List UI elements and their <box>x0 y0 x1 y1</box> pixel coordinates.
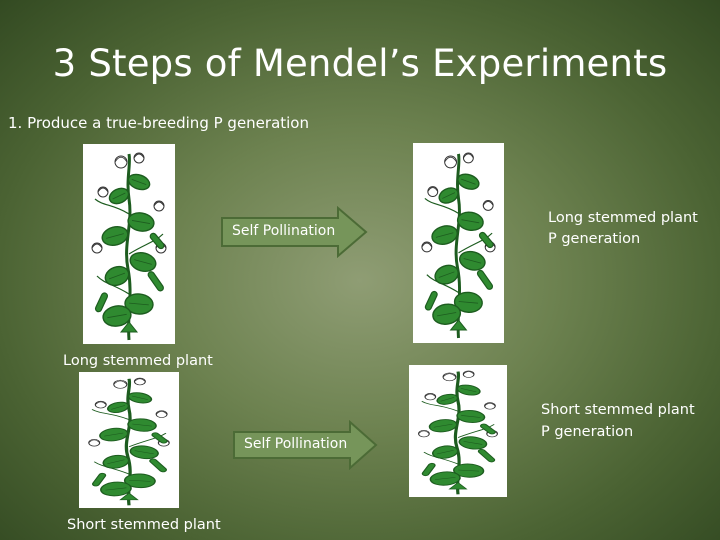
short-stemmed-result-line1: Short stemmed plant <box>541 402 695 418</box>
long-stemmed-result-line1: Long stemmed plant <box>548 210 698 226</box>
long-stemmed-parent-label: Long stemmed plant <box>63 353 213 369</box>
long-stemmed-p-generation-image <box>413 143 504 343</box>
short-stemmed-plant-image <box>79 372 179 508</box>
step-one-text: 1. Produce a true-breeding P generation <box>8 114 309 132</box>
short-stemmed-result-line2: P generation <box>541 424 634 440</box>
self-pollination-label-short: Self Pollination <box>244 436 348 452</box>
right-arrow-icon <box>221 206 368 258</box>
right-arrow-icon <box>233 420 378 470</box>
self-pollination-arrow-short: Self Pollination <box>232 420 380 470</box>
pea-plant-icon <box>88 377 170 506</box>
short-stemmed-p-generation-image <box>409 365 507 497</box>
pea-plant-icon <box>421 152 496 339</box>
short-stemmed-parent-label: Short stemmed plant <box>67 517 221 533</box>
long-stemmed-plant-image <box>83 144 175 344</box>
self-pollination-arrow-long: Self Pollination <box>220 206 370 258</box>
long-stemmed-result-line2: P generation <box>548 231 641 247</box>
pea-plant-icon <box>418 370 498 495</box>
self-pollination-label-long: Self Pollination <box>232 223 336 239</box>
slide-title: 3 Steps of Mendel’s Experiments <box>52 42 668 85</box>
pea-plant-icon <box>91 152 167 341</box>
